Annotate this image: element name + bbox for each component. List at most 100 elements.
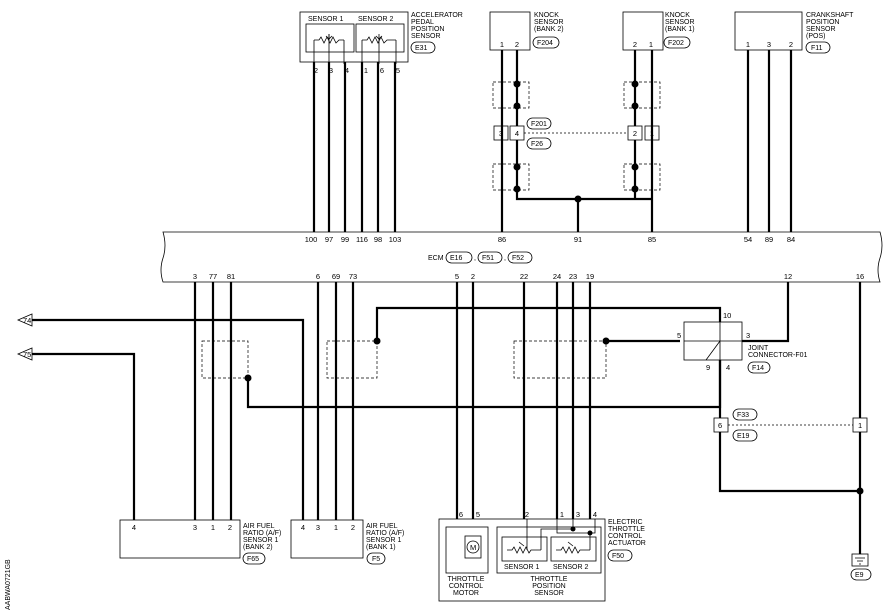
joint-f201-pill-2 (526, 137, 552, 150)
svg-text:4: 4 (726, 363, 730, 372)
svg-text:CONNECTOR-F01: CONNECTOR-F01 (748, 352, 807, 359)
ecm-pin-73: 73 (349, 272, 357, 281)
svg-text:ELECTRIC: ELECTRIC (608, 519, 643, 526)
svg-text:1: 1 (500, 40, 504, 49)
joint-f201-pill-1 (526, 117, 552, 130)
etc-sensor1-box (501, 536, 548, 562)
ecm-pin-77: 77 (209, 272, 217, 281)
etc-connector: F50 (612, 553, 624, 560)
svg-text:2: 2 (351, 523, 355, 532)
ecm-pin-84: 84 (787, 235, 795, 244)
af-bank2-connector: F65 (247, 556, 259, 563)
svg-text:1: 1 (746, 40, 750, 49)
etc-name: ELECTRIC THROTTLE CONTROL ACTUATOR (608, 519, 646, 547)
svg-text:6: 6 (459, 510, 463, 519)
ecm-pin-6: 6 (316, 272, 320, 281)
ecm-connector-sep-1: , (474, 255, 476, 262)
af-bank2-connector-pill (242, 552, 266, 565)
svg-text:3: 3 (746, 331, 750, 340)
etc-motor-label: THROTTLE CONTROL MOTOR (448, 576, 485, 597)
knock-wires (500, 50, 654, 232)
knock-bank2-pins: 1 2 (500, 40, 519, 49)
af-bank2-name: AIR FUEL RATIO (A/F) SENSOR 1 (BANK 2) (243, 523, 281, 551)
knock-bank2-name: KNOCK SENSOR (BANK 2) (534, 12, 564, 33)
etc-sensor-label: THROTTLE POSITION SENSOR (531, 576, 568, 597)
svg-text:THROTTLE: THROTTLE (531, 576, 568, 583)
shield-splices (244, 337, 864, 536)
ecm-pin-24: 24 (553, 272, 561, 281)
knock-bank2-connector-pill (532, 36, 560, 49)
ecm-connector-1: E16 (450, 255, 463, 262)
svg-text:1: 1 (560, 510, 564, 519)
svg-text:ACTUATOR: ACTUATOR (608, 540, 646, 547)
af-bank1-connector: F5 (372, 556, 380, 563)
ecm-pin-97: 97 (325, 235, 333, 244)
etc-wires (455, 282, 680, 519)
ecm-connector-2: F51 (482, 255, 494, 262)
etc-sensor-pins: 2 1 3 4 (525, 510, 597, 519)
svg-text:4: 4 (132, 523, 136, 532)
ecm-pin-2: 2 (471, 272, 475, 281)
ecm-pin-23: 23 (569, 272, 577, 281)
af-bank1-connector-pill (366, 552, 386, 565)
ecm-pin-91: 91 (574, 235, 582, 244)
off-page-connector-74: 74 (16, 313, 33, 327)
svg-text:5: 5 (677, 331, 681, 340)
af-bank1-name: AIR FUEL RATIO (A/F) SENSOR 1 (BANK 1) (366, 523, 404, 551)
svg-text:THROTTLE: THROTTLE (608, 526, 645, 533)
svg-text:4: 4 (301, 523, 305, 532)
ecm-pin-19: 19 (586, 272, 594, 281)
svg-text:SENSOR: SENSOR (534, 590, 564, 597)
crankshaft-connector-pill (805, 41, 831, 54)
ecm-pin-86: 86 (498, 235, 506, 244)
af-bank1-body (290, 519, 364, 559)
app-sensor-name: ACCELERATOR PEDAL POSITION SENSOR (411, 12, 463, 40)
app-sensor-connector-pill (410, 41, 436, 54)
af-bank2-pins: 4 3 1 2 (132, 523, 232, 532)
svg-text:2: 2 (633, 129, 637, 138)
af-bank2-body (119, 519, 241, 559)
ground-joint-pill-2 (732, 429, 758, 442)
af-wires (32, 282, 722, 520)
ecm-pin-5: 5 (455, 272, 459, 281)
ground-joint-right-pin: 1 (858, 421, 862, 430)
svg-text:(POS): (POS) (806, 33, 825, 40)
svg-text:6: 6 (380, 66, 384, 75)
svg-text:CONTROL: CONTROL (608, 533, 642, 540)
knock-bank1-connector-pill (663, 36, 691, 49)
svg-text:5: 5 (396, 66, 400, 75)
ecm-top-pins: 100 97 99 116 98 103 86 91 85 54 89 84 (305, 235, 795, 244)
app-sensor1-potentiometer (313, 34, 345, 64)
svg-text:3: 3 (576, 510, 580, 519)
etc-sensor2-potentiometer (556, 541, 590, 554)
svg-text:4: 4 (593, 510, 597, 519)
ecm-pin-116: 116 (356, 235, 368, 244)
svg-text:SENSOR: SENSOR (806, 26, 836, 33)
svg-text:1: 1 (334, 523, 338, 532)
svg-text:1: 1 (649, 40, 653, 49)
ecm-body (160, 231, 883, 283)
etc-connector-pill (607, 549, 633, 562)
etc-motor-box (445, 526, 489, 574)
svg-text:ACCELERATOR: ACCELERATOR (411, 12, 463, 19)
svg-text:3: 3 (316, 523, 320, 532)
crankshaft-pins: 1 3 2 (746, 40, 793, 49)
svg-text:POSITION: POSITION (532, 583, 565, 590)
ecm-connector-pill-3 (507, 251, 533, 264)
svg-text:5: 5 (476, 510, 480, 519)
svg-text:SENSOR 1: SENSOR 1 (366, 537, 402, 544)
app-sensor1-label: SENSOR 1 (308, 16, 344, 23)
etc-motor-symbol: M (464, 535, 482, 559)
svg-text:2: 2 (314, 66, 318, 75)
ground-joint-left-pin: 6 (718, 421, 722, 430)
etc-sensor2-label: SENSOR 2 (553, 564, 589, 571)
joint-f201-connector-2: F26 (531, 141, 543, 148)
diagram-code: AABWA0721GB (5, 559, 12, 610)
ground-symbol (851, 553, 869, 567)
crankshaft-wires (746, 50, 793, 232)
ecm-connector-3: F52 (512, 255, 524, 262)
svg-text:POSITION: POSITION (411, 26, 444, 33)
ecm-pin-12: 12 (784, 272, 792, 281)
ground-connector-pill (850, 568, 872, 581)
